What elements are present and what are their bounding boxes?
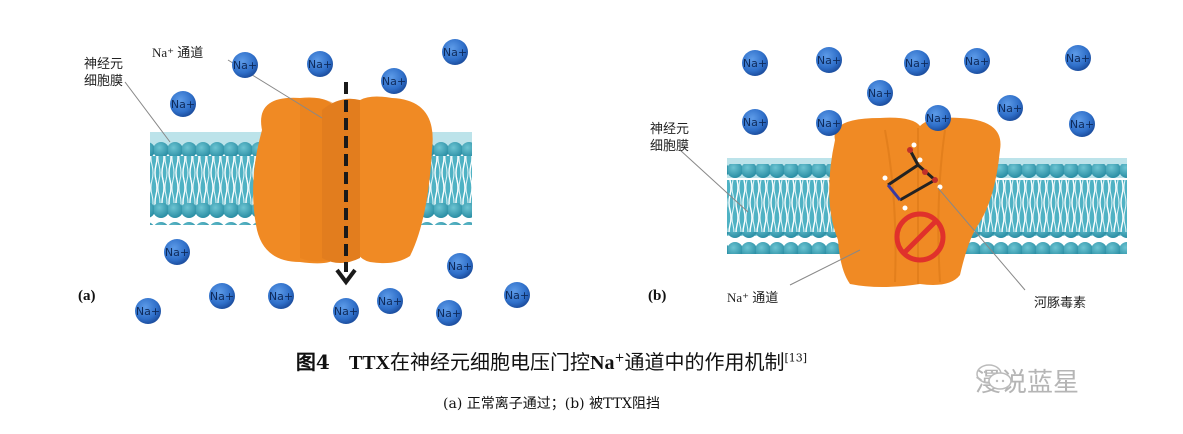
na-ion-label: Na+	[965, 55, 989, 68]
membrane-label: 神经元 细胞膜	[84, 57, 124, 89]
na-ion-label: Na+	[210, 290, 234, 303]
panel-a-illustration: Na+ Na+ Na+ Na+ Na+ Na+ Na+ Na+ Na+ Na+ Na+ Na+ Na+ N…	[124, 39, 530, 326]
na-ion-label: Na+	[308, 58, 332, 71]
ion-flow-arrow	[335, 82, 357, 286]
na-ion	[164, 239, 190, 265]
na-ion	[504, 282, 530, 308]
na-ion-label: Na+	[443, 46, 467, 59]
na-ion	[307, 51, 333, 77]
na-ion	[925, 105, 951, 131]
na-ion-label: Na+	[998, 102, 1022, 115]
na-ion	[170, 91, 196, 117]
na-ion	[997, 95, 1023, 121]
na-ion-label: Na+	[165, 246, 189, 259]
na-ion-label: Na+	[817, 54, 841, 67]
panel-b-illustration: Na+ Na+ Na+ Na+ Na+ Na+ Na+ Na+ Na+ Na+ Na+	[679, 45, 1127, 291]
toxin-pointer	[937, 187, 1026, 291]
na-ion	[964, 48, 990, 74]
na-ion	[742, 109, 768, 135]
na-ion	[816, 47, 842, 73]
na-ion-label: Na+	[448, 260, 472, 273]
na-ion	[816, 110, 842, 136]
membrane-pointer	[124, 81, 171, 143]
na-ion-label: Na+	[926, 112, 950, 125]
na-ion-label: Na+	[382, 75, 406, 88]
na-ion	[377, 288, 403, 314]
figure-number: 图4	[295, 350, 330, 374]
na-ion-label: Na+	[743, 116, 767, 129]
na-ion-label: Na+	[171, 98, 195, 111]
figure-caption: 图4 TTX在神经元细胞电压门控Na+通道中的作用机制[13]	[0, 346, 1143, 375]
na-ion-label: Na+	[743, 57, 767, 70]
na-ion	[268, 283, 294, 309]
panel-letter-b: (b)	[648, 288, 667, 304]
na-ion	[333, 298, 359, 324]
channel-label: Na⁺ 通道	[727, 290, 779, 305]
na-ion-label: Na+	[868, 87, 892, 100]
block-icon	[894, 211, 946, 263]
na-ion-label: Na+	[378, 295, 402, 308]
panel-a: Na+ Na+ Na+ Na+ Na+ Na+ Na+ Na+ Na+ Na+ Na+ Na+ Na+ N…	[0, 0, 590, 340]
na-ion-label: Na+	[817, 117, 841, 130]
na-term: Na	[590, 352, 615, 374]
watermark: 漫说蓝星	[975, 362, 1079, 399]
channel-pointer	[789, 249, 861, 286]
na-ion-label: Na+	[505, 289, 529, 302]
na-ion-label: Na+	[437, 307, 461, 320]
na-ion	[232, 52, 258, 78]
na-ion	[442, 39, 468, 65]
panel-letter-a: (a)	[78, 288, 96, 304]
na-ion-label: Na+	[1070, 118, 1094, 131]
na-ion	[904, 50, 930, 76]
caption-text: 在神经元细胞电压门控	[390, 350, 590, 374]
na-channel	[253, 96, 433, 264]
na-ion	[436, 300, 462, 326]
na-ion-label: Na+	[233, 59, 257, 72]
ttx-term: TTX	[348, 352, 390, 374]
na-ion	[381, 68, 407, 94]
membrane-label: 神经元 细胞膜	[650, 122, 690, 154]
na-ion	[867, 80, 893, 106]
na-ion-label: Na+	[334, 305, 358, 318]
na-ion-label: Na+	[136, 305, 160, 318]
na-ion	[1069, 111, 1095, 137]
toxin-label: 河豚毒素	[1034, 296, 1087, 311]
reference: [13]	[784, 351, 808, 365]
panel-b: Na+ Na+ Na+ Na+ Na+ Na+ Na+ Na+ Na+ Na+ Na+ 神经元 细胞…	[648, 45, 1127, 311]
membrane-pointer	[679, 149, 749, 213]
na-sup: +	[614, 350, 625, 365]
channel-label: Na⁺ 通道	[152, 45, 204, 60]
ttx-molecule	[882, 142, 943, 211]
caption-text-end: 通道中的作用机制	[624, 350, 785, 374]
na-ion	[135, 298, 161, 324]
na-ion	[742, 50, 768, 76]
wechat-icon	[976, 364, 1012, 390]
na-ion-label: Na+	[269, 290, 293, 303]
na-ions: Na+ Na+ Na+ Na+ Na+ Na+ Na+ Na+ Na+ Na+ Na+	[742, 45, 1095, 137]
na-ion-label: Na+	[905, 57, 929, 70]
figure-subcaption: (a) 正常离子通过；(b) 被TTX阻挡	[443, 396, 660, 412]
na-ion	[1065, 45, 1091, 71]
na-ion	[447, 253, 473, 279]
na-ions: Na+ Na+ Na+ Na+ Na+ Na+ Na+ Na+ Na+ Na+ Na+ Na+ Na+ N…	[135, 39, 530, 326]
na-ion-label: Na+	[1066, 52, 1090, 65]
na-ion	[209, 283, 235, 309]
